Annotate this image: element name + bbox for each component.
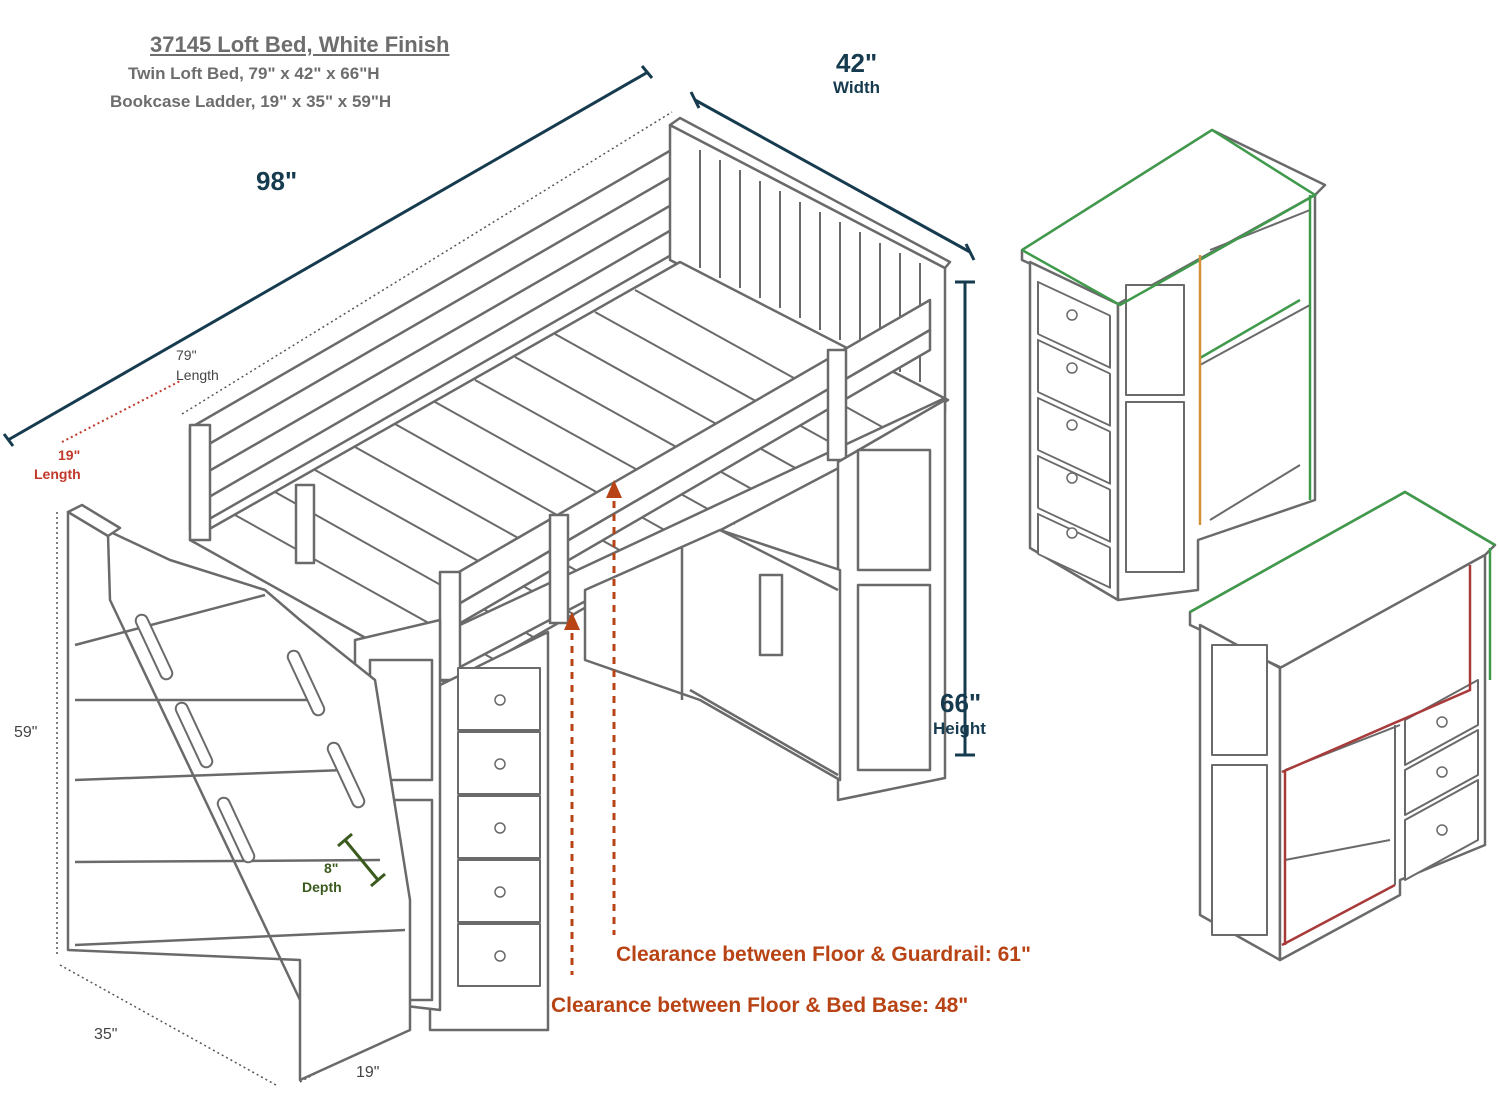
step-depth-text-label: Depth [302, 879, 342, 895]
width-text-label: Width [833, 78, 881, 97]
ladder-width-35-line [59, 964, 277, 1086]
alt-configuration-2 [1188, 490, 1497, 962]
alt-configuration-1 [1020, 128, 1327, 602]
bed-length-text-label: Length [176, 367, 219, 383]
ladder-depth-label: 19" [356, 1064, 380, 1081]
clearance-arrows [570, 488, 616, 975]
dimension-lines [2, 65, 976, 757]
ladder-length-text-label: Length [34, 466, 81, 482]
ladder-width-label: 35" [94, 1026, 118, 1043]
ladder-size: Bookcase Ladder, 19" x 35" x 59"H [110, 92, 392, 111]
alt-2-highlight-edges [1189, 490, 1496, 947]
loft-bed-drawing [66, 116, 952, 1082]
bed-base-clearance-label: Clearance between Floor & Bed Base: 48" [551, 994, 969, 1017]
width-value-label: 42" [836, 48, 878, 78]
alt-1-highlight-edges [1021, 128, 1318, 525]
guardrail-clearance-label: Clearance between Floor & Guardrail: 61" [616, 943, 1031, 966]
diagram-title: 37145 Loft Bed, White Finish [150, 32, 450, 57]
height-value-label: 66" [940, 688, 982, 718]
height-text-label: Height [933, 719, 986, 738]
length-98-dimension-line [7, 70, 649, 442]
loft-bed-size: Twin Loft Bed, 79" x 42" x 66"H [128, 64, 380, 83]
step-depth-indicator [337, 832, 386, 888]
overall-length-label: 98" [256, 166, 298, 196]
ladder-length-19-line [61, 379, 183, 443]
step-depth-value-label: 8" [324, 860, 339, 876]
width-42-dimension-line [694, 98, 971, 254]
ladder-height-label: 59" [14, 724, 38, 741]
bed-length-79-reference [181, 111, 673, 415]
ladder-length-value-label: 19" [58, 447, 81, 463]
bed-length-value-label: 79" [176, 347, 197, 363]
